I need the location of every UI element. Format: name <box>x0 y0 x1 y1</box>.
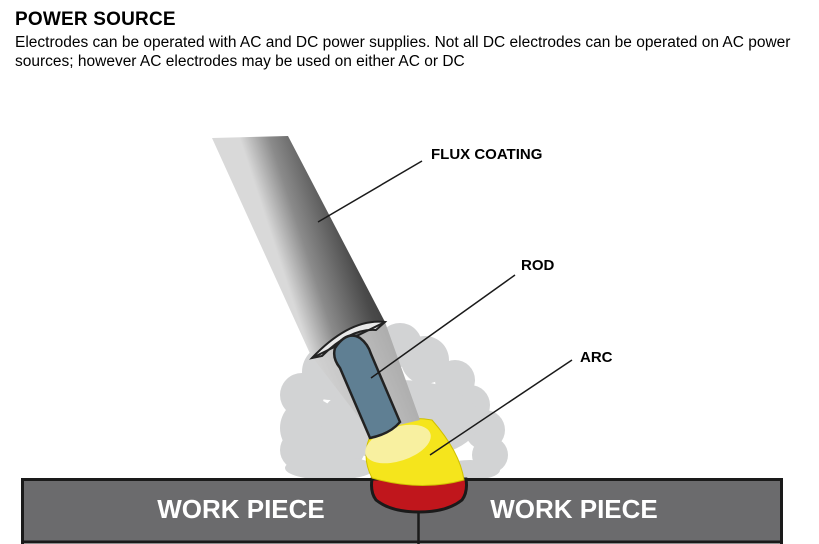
rod-core <box>332 334 402 440</box>
work-piece-plates <box>21 478 783 544</box>
work-piece-left-label: WORK PIECE <box>157 494 325 524</box>
flux-coating-label: FLUX COATING <box>431 146 542 163</box>
rod-label: ROD <box>521 257 555 274</box>
flux-coating-shell <box>212 136 385 358</box>
arc-leader <box>429 359 573 456</box>
page-title: POWER SOURCE <box>15 9 176 30</box>
intro-text: Electrodes can be operated with AC and D… <box>15 34 791 70</box>
work-piece-right <box>419 479 781 543</box>
work-piece-left <box>23 479 418 543</box>
weld-pool <box>370 477 468 514</box>
work-piece-right-label: WORK PIECE <box>490 494 658 524</box>
arc-label: ARC <box>580 349 613 366</box>
callout-lines <box>317 160 573 456</box>
rod-leader <box>370 274 516 379</box>
electrode <box>212 136 420 440</box>
flux-coating-leader <box>317 160 423 223</box>
